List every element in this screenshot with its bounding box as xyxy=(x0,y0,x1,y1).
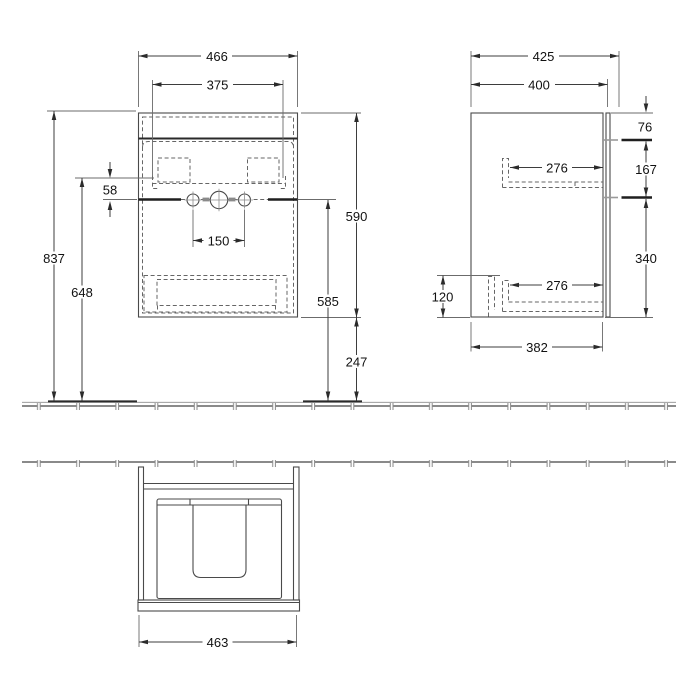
rail-fitting-left xyxy=(202,197,210,202)
bracket-hook-left xyxy=(152,176,158,189)
dim-front-bracket-to-rail: 58 xyxy=(103,183,117,198)
drawer-rail-hooks xyxy=(157,305,276,312)
drawer-rail-outer-dashed xyxy=(143,275,288,313)
dim-front-inner-width: 375 xyxy=(207,78,229,93)
dim-front-overall-width: 466 xyxy=(206,49,228,64)
basin-bowl-plan xyxy=(192,505,247,579)
front-panel-side xyxy=(605,112,611,318)
dim-side-lower-bracket-height: 120 xyxy=(432,290,454,305)
cabinet-inner-dashed-front xyxy=(142,116,294,314)
dim-side-top-offset: 76 xyxy=(638,120,652,135)
dimension-labels: 466 375 58 837 648 590 585 247 150 425 4… xyxy=(40,49,660,650)
rail-fitting-right xyxy=(228,197,236,202)
front-panel-plan xyxy=(137,599,301,612)
dim-front-floor-clearance: 247 xyxy=(346,355,368,370)
dim-side-body-depth: 400 xyxy=(528,78,550,93)
tap-hole-right xyxy=(236,191,253,209)
dim-front-tap-hole-spacing: 150 xyxy=(208,234,230,249)
washbasin-outline-plan xyxy=(156,498,283,600)
basin-rim-dashed xyxy=(142,141,294,148)
lower-bracket-dashed xyxy=(488,276,495,317)
dim-front-total-height: 837 xyxy=(43,251,65,266)
dim-front-cabinet-height: 590 xyxy=(346,209,368,224)
wall-hatch-lower xyxy=(22,460,676,467)
floor-tiles-row xyxy=(22,403,676,410)
tap-hole-left xyxy=(184,191,202,209)
dim-front-rail-to-floor: 585 xyxy=(317,294,339,309)
bracket-hook-right xyxy=(280,176,286,189)
dim-side-lower-rail-depth: 276 xyxy=(546,278,568,293)
side-wall-right-plan xyxy=(292,466,300,601)
dimension-lines-front xyxy=(47,51,361,401)
dim-plan-front-width: 463 xyxy=(207,635,229,650)
wall-tiles-row xyxy=(22,460,676,467)
cabinet-outline-side xyxy=(470,112,604,318)
mounting-pocket-left xyxy=(157,157,191,183)
basin-back-dividers xyxy=(189,499,250,505)
plan-view xyxy=(137,466,301,612)
floor-hatch-upper xyxy=(22,400,676,410)
lower-runner-hook xyxy=(502,280,509,312)
drain-hole-center xyxy=(207,188,231,212)
dim-side-bottom-depth: 382 xyxy=(526,340,548,355)
dimension-lines-side xyxy=(437,51,653,352)
side-elevation-view xyxy=(470,112,652,318)
dim-side-upper-rail-depth: 276 xyxy=(546,161,568,176)
side-wall-left-plan xyxy=(137,466,145,601)
front-elevation-view xyxy=(137,112,299,318)
dim-side-lower-section: 340 xyxy=(635,251,657,266)
dim-front-bracket-height: 648 xyxy=(71,285,93,300)
drawer-rail-inner-dashed xyxy=(156,279,277,306)
dim-side-overall-depth: 425 xyxy=(533,49,555,64)
upper-runner-hook xyxy=(502,158,509,188)
dim-side-rail-spacing: 167 xyxy=(635,162,657,177)
mounting-pocket-right xyxy=(247,157,280,183)
cabinet-outline-front xyxy=(137,112,299,318)
